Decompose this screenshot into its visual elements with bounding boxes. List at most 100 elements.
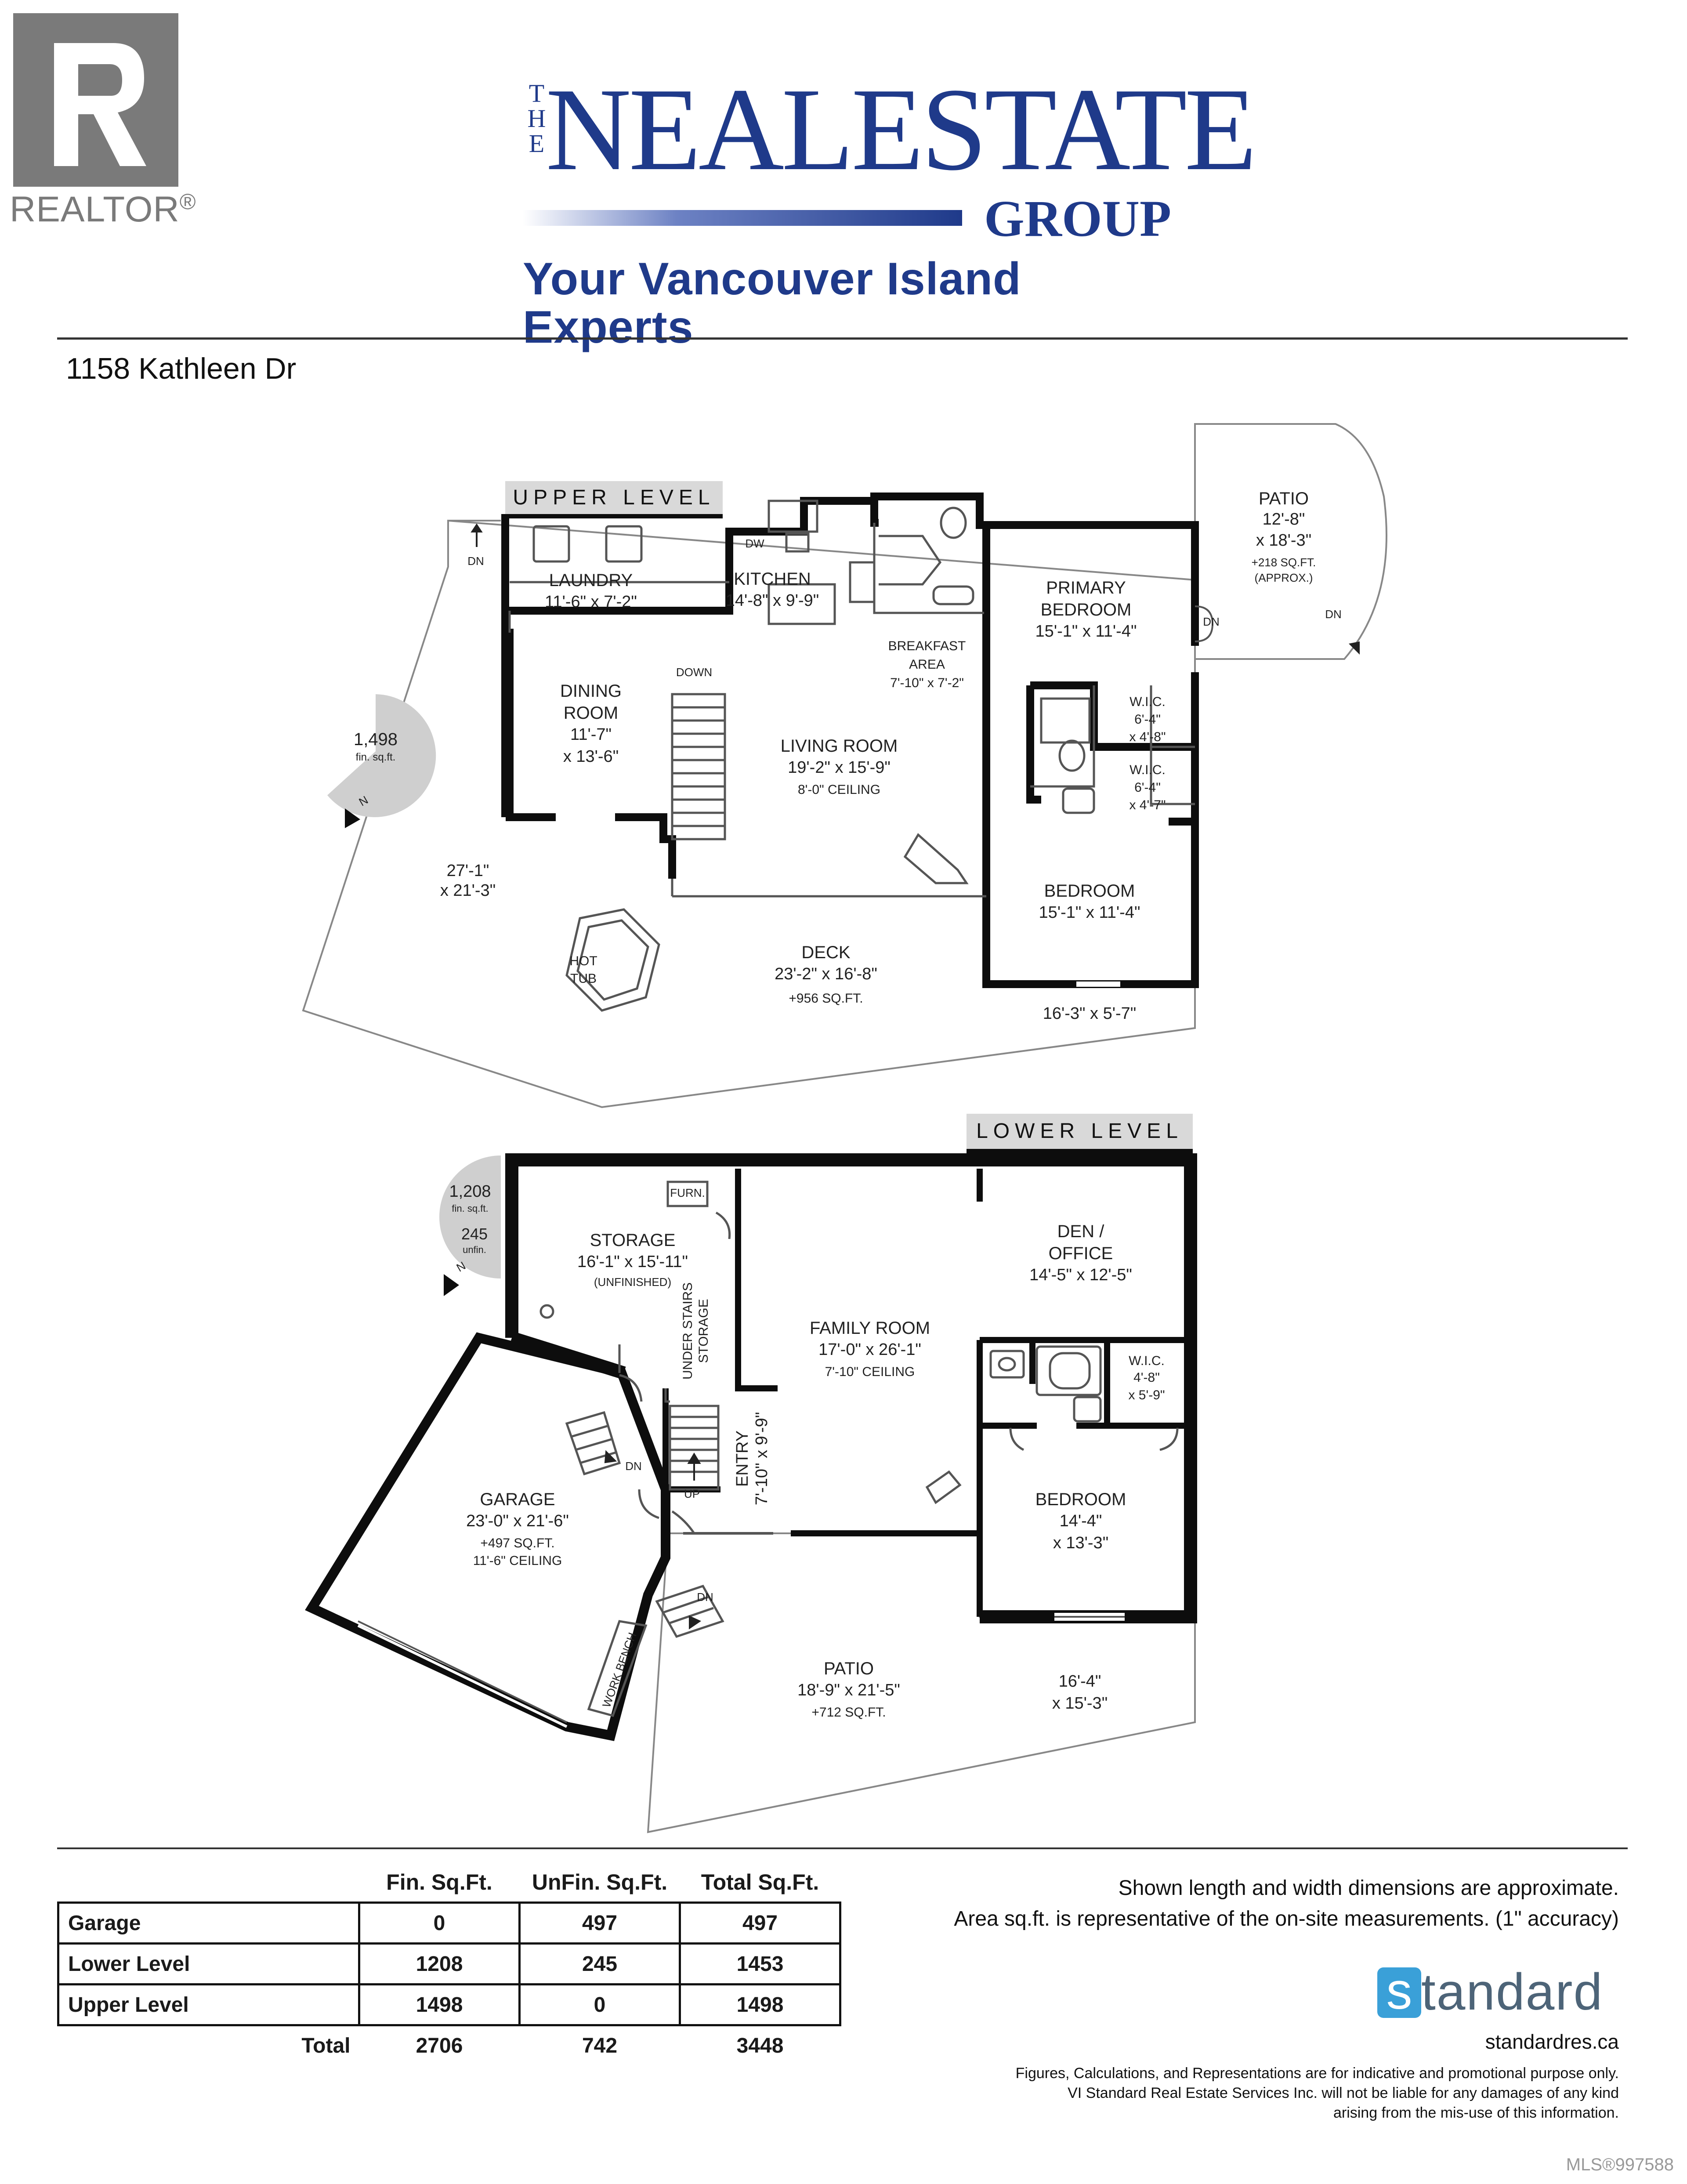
lower-up: UP [684, 1487, 700, 1500]
lower-arrows [604, 1450, 702, 1630]
table-header-row: Fin. Sq.Ft. UnFin. Sq.Ft. Total Sq.Ft. [58, 1863, 840, 1903]
upper-balcony-dim: 16'-3" x 5'-7" [1043, 1004, 1137, 1023]
disclaimer-line1: Shown length and width dimensions are ap… [1118, 1876, 1619, 1900]
upper-dw-label: DW [745, 537, 764, 550]
upper-wall-left [505, 629, 556, 821]
upper-laundry-dim: 11'-6" x 7'-2" [545, 593, 637, 611]
upper-dining-dim2: x 13'-6" [563, 747, 619, 766]
lower-garage-walls [305, 1332, 670, 1741]
disclaimer-fine1: Figures, Calculations, and Representatio… [1015, 2065, 1619, 2082]
lower-area-badge-shape [439, 1155, 501, 1279]
brand-name: NEALESTATE [546, 64, 1257, 195]
upper-dn-patio1: DN [1203, 615, 1220, 628]
upper-bedroom-dim: 15'-1" x 11'-4" [1039, 903, 1140, 922]
mls-number: MLS®997588 [1566, 2155, 1674, 2174]
upper-dn-patio2: DN [1325, 608, 1342, 621]
lower-storage-dim: 16'-1" x 15'-11" [577, 1253, 688, 1271]
lower-patio-area: +712 SQ.FT. [811, 1705, 886, 1720]
upper-down-label: DOWN [676, 666, 713, 679]
table-header-total: Total Sq.Ft. [701, 1870, 819, 1894]
upper-breakfast-dim: 7'-10" x 7'-2" [890, 676, 964, 690]
upper-dn-left: DN [467, 554, 484, 568]
standard-logo-text: tandard [1421, 1963, 1604, 2021]
upper-living-name: LIVING ROOM [780, 736, 898, 756]
footer-divider [57, 1847, 1628, 1849]
disclaimer-fine2: VI Standard Real Estate Services Inc. wi… [1068, 2085, 1619, 2101]
lower-wic-name: W.I.C. [1129, 1354, 1165, 1368]
table-header-unfin: UnFin. Sq.Ft. [532, 1870, 668, 1894]
upper-kitchen-dim: 14'-8" x 9'-9" [725, 591, 819, 610]
upper-primary-name2: BEDROOM [1040, 600, 1132, 619]
lower-den-name1: DEN / [1057, 1222, 1104, 1241]
upper-wic1-name: W.I.C. [1129, 695, 1166, 709]
lower-den-dim: 14'-5" x 12'-5" [1029, 1266, 1132, 1284]
lower-garage-name: GARAGE [480, 1490, 555, 1509]
upper-breakfast-name2: AREA [909, 657, 945, 672]
upper-deck2-dim2: x 21'-3" [440, 881, 496, 900]
upper-laundry-name: LAUNDRY [549, 571, 633, 590]
upper-wall-bath [1026, 685, 1041, 804]
upper-area-badge-shape [327, 694, 436, 817]
upper-living-ceiling: 8'-0" CEILING [797, 782, 881, 797]
lower-family-dim: 17'-0" x 26'-1" [818, 1340, 921, 1359]
lower-area-badge: 1,208 fin. sq.ft. 245 unfin. [409, 1151, 514, 1283]
upper-wic2-dim1: 6'-4" [1134, 780, 1161, 795]
address: 1158 Kathleen Dr [66, 352, 297, 385]
lower-family-ceiling: 7'-10" CEILING [825, 1365, 915, 1379]
upper-patio-dim1: 12'-8" [1262, 510, 1305, 529]
lower-entry: ENTRY 7'-10" x 9'-9" [733, 1412, 771, 1506]
upper-living-dim: 19'-2" x 15'-9" [788, 758, 891, 777]
brand-the: THE [522, 79, 551, 154]
upper-primary-name1: PRIMARY [1046, 578, 1126, 598]
upper-hottub-label1: HOT [569, 954, 597, 968]
lower-level-walls [305, 1153, 1197, 1833]
lower-garage-dim: 23'-0" x 21'-6" [466, 1512, 569, 1530]
upper-wall-kitchen-top [870, 493, 1199, 646]
lower-patio-name: PATIO [823, 1659, 874, 1678]
brand-group: GROUP [984, 190, 1172, 247]
lower-den-name2: OFFICE [1048, 1244, 1113, 1263]
lower-level-plan: LOWER LEVEL 1,208 fin. sq.ft. 245 unfin.… [305, 1114, 1197, 1833]
brand-rule [523, 210, 962, 226]
brand-logo: THE NEALESTATE GROUP Your Vancouver Isla… [522, 70, 1257, 352]
upper-wic2-dim2: x 4'-7" [1129, 798, 1166, 812]
disclaimer-line2: Area sq.ft. is representative of the on-… [954, 1907, 1619, 1930]
hot-tub-shape [565, 908, 660, 1012]
realtor-r-icon [13, 13, 178, 187]
lower-family-name: FAMILY ROOM [809, 1318, 930, 1338]
upper-wic1-dim2: x 4'-8" [1129, 730, 1166, 744]
upper-deck-area: +956 SQ.FT. [789, 991, 863, 1006]
upper-level-plan: UPPER LEVEL 1,498 fin. sq.ft. N LAUNDRY … [302, 423, 1387, 1108]
table-header-fin: Fin. Sq.Ft. [386, 1870, 492, 1894]
upper-dn-left-arrow [471, 523, 483, 547]
upper-dining-dim1: 11'-7" [570, 725, 612, 744]
north-arrow-icon [444, 1274, 459, 1296]
lower-bedroom-name: BEDROOM [1035, 1490, 1126, 1509]
lower-wic-dim1: 4'-8" [1133, 1370, 1160, 1385]
table-total-row: Total 2706 742 3448 [301, 2034, 784, 2057]
lower-storage-note: (UNFINISHED) [594, 1275, 672, 1289]
upper-breakfast-name1: BREAKFAST [888, 639, 966, 653]
upper-bedroom-name: BEDROOM [1044, 881, 1135, 901]
upper-wic2-name: W.I.C. [1129, 763, 1166, 777]
upper-level-tag: UPPER LEVEL [505, 481, 723, 518]
upper-dining-name1: DINING [560, 681, 622, 701]
lower-patio-dim: 18'-9" x 21'-5" [797, 1681, 900, 1699]
upper-patio-approx: (APPROX.) [1254, 571, 1313, 584]
table-row: Upper Level 1498 0 1498 [57, 1983, 841, 2026]
upper-patio-outline [1194, 423, 1387, 660]
lower-bedroom-dim2: x 13'-3" [1053, 1534, 1109, 1552]
upper-kitchen-name: KITCHEN [734, 569, 811, 589]
lower-patio2-dim2: x 15'-3" [1052, 1694, 1108, 1713]
upper-primary-dim: 15'-1" x 11'-4" [1035, 622, 1137, 641]
lower-furn-label: FURN. [670, 1186, 705, 1199]
upper-patio-dim2: x 18'-3" [1256, 531, 1312, 550]
lower-garage-ceiling: 11'-6" CEILING [473, 1554, 562, 1568]
upper-level-walls [302, 423, 1387, 1108]
realtor-logo [12, 12, 179, 188]
upper-wall-bedroom [982, 818, 1199, 988]
upper-patio-area: +218 SQ.FT. [1251, 556, 1316, 569]
upper-area-badge: 1,498 fin. sq.ft. [310, 685, 442, 817]
lower-dn2: DN [697, 1590, 713, 1604]
